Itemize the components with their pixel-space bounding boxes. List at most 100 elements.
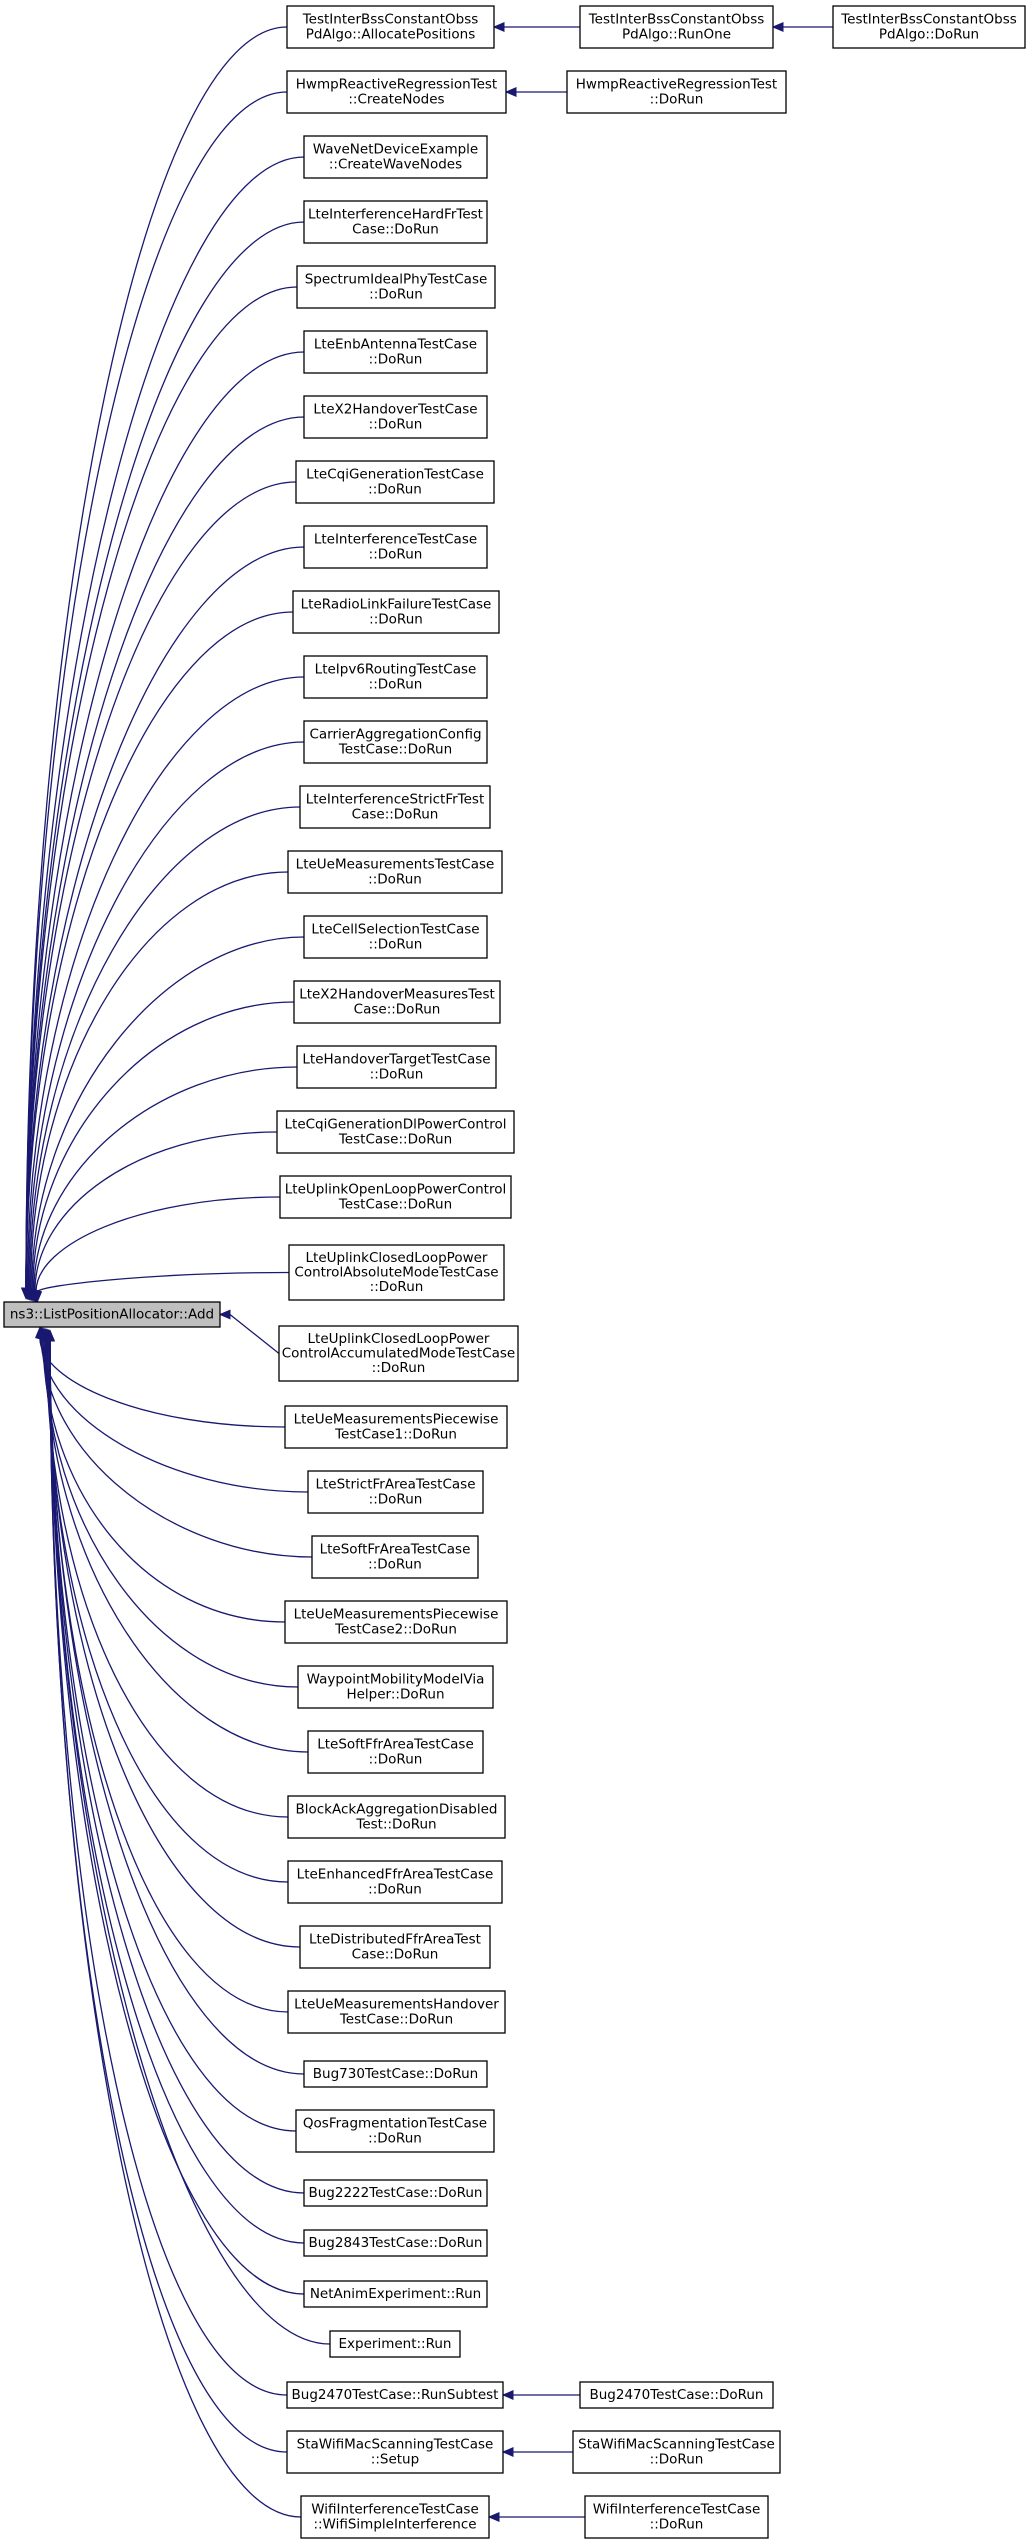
node-box[interactable]: [303, 2060, 488, 2088]
graph-node[interactable]: LteUplinkOpenLoopPowerControlTestCase::D…: [279, 1175, 512, 1219]
graph-node[interactable]: SpectrumIdealPhyTestCase::DoRun: [296, 265, 496, 309]
node-box[interactable]: [303, 915, 488, 959]
node-box[interactable]: [303, 200, 488, 244]
node-box[interactable]: [296, 1045, 497, 1089]
graph-node[interactable]: LteRadioLinkFailureTestCase::DoRun: [292, 590, 500, 634]
node-box[interactable]: [832, 5, 1026, 49]
node-box[interactable]: [303, 525, 488, 569]
call-edge: [42, 1338, 286, 1623]
graph-node[interactable]: LteSoftFfrAreaTestCase::DoRun: [307, 1730, 484, 1774]
node-box[interactable]: [303, 720, 488, 764]
graph-node[interactable]: LteEnbAntennaTestCase::DoRun: [303, 330, 488, 374]
node-box[interactable]: [303, 135, 488, 179]
graph-node[interactable]: LteInterferenceTestCase::DoRun: [303, 525, 488, 569]
graph-node[interactable]: NetAnimExperiment::Run: [303, 2280, 488, 2308]
root-node-box[interactable]: [3, 1301, 221, 1328]
node-box[interactable]: [303, 330, 488, 374]
node-box[interactable]: [584, 2495, 769, 2539]
node-box[interactable]: [307, 1730, 484, 1774]
node-box[interactable]: [296, 265, 496, 309]
node-box[interactable]: [286, 5, 495, 49]
node-box[interactable]: [303, 395, 488, 439]
node-box[interactable]: [579, 2381, 774, 2409]
node-box[interactable]: [284, 1600, 508, 1644]
graph-node[interactable]: TestInterBssConstantObssPdAlgo::Allocate…: [286, 5, 495, 49]
graph-node[interactable]: LteCellSelectionTestCase::DoRun: [303, 915, 488, 959]
graph-node[interactable]: Bug2843TestCase::DoRun: [303, 2229, 488, 2257]
node-box[interactable]: [287, 850, 503, 894]
call-edge: [49, 1340, 305, 2295]
node-box[interactable]: [299, 785, 491, 829]
graph-node[interactable]: HwmpReactiveRegressionTest::DoRun: [566, 70, 787, 114]
node-label: TestCase::DoRun: [339, 2011, 453, 2027]
node-box[interactable]: [284, 1405, 508, 1449]
graph-node[interactable]: WaveNetDeviceExample::CreateWaveNodes: [303, 135, 488, 179]
node-box[interactable]: [579, 5, 774, 49]
graph-node[interactable]: Bug2222TestCase::DoRun: [303, 2179, 488, 2207]
node-box[interactable]: [288, 1244, 505, 1301]
graph-node[interactable]: LteHandoverTargetTestCase::DoRun: [296, 1045, 497, 1089]
graph-node[interactable]: LteSoftFrAreaTestCase::DoRun: [311, 1535, 479, 1579]
node-box[interactable]: [279, 1175, 512, 1219]
graph-node[interactable]: Bug2470TestCase::RunSubtest: [286, 2381, 504, 2409]
node-box[interactable]: [287, 1860, 503, 1904]
graph-node[interactable]: LteStrictFrAreaTestCase::DoRun: [307, 1470, 484, 1514]
node-box[interactable]: [286, 2430, 504, 2474]
root-node[interactable]: ns3::ListPositionAllocator::Add: [3, 1301, 221, 1328]
node-box[interactable]: [286, 70, 507, 114]
node-box[interactable]: [292, 590, 500, 634]
graph-node[interactable]: QosFragmentationTestCase::DoRun: [295, 2109, 495, 2153]
node-box[interactable]: [303, 655, 488, 699]
node-box[interactable]: [295, 2109, 495, 2153]
graph-node[interactable]: Bug2470TestCase::DoRun: [579, 2381, 774, 2409]
node-box[interactable]: [566, 70, 787, 114]
node-box[interactable]: [297, 1665, 494, 1709]
graph-node[interactable]: LteX2HandoverTestCase::DoRun: [303, 395, 488, 439]
graph-node[interactable]: Experiment::Run: [329, 2330, 461, 2358]
graph-node[interactable]: StaWifiMacScanningTestCase::DoRun: [572, 2430, 781, 2474]
graph-node[interactable]: LteCqiGenerationTestCase::DoRun: [295, 460, 495, 504]
graph-node[interactable]: LteIpv6RoutingTestCase::DoRun: [303, 655, 488, 699]
node-box[interactable]: [572, 2430, 781, 2474]
node-box[interactable]: [286, 2381, 504, 2409]
node-label: PdAlgo::AllocatePositions: [306, 26, 476, 42]
graph-node[interactable]: LteUeMeasurementsPiecewiseTestCase1::DoR…: [284, 1405, 508, 1449]
node-box[interactable]: [299, 1925, 491, 1969]
node-box[interactable]: [293, 980, 501, 1024]
node-box[interactable]: [311, 1535, 479, 1579]
node-label: LteCellSelectionTestCase: [311, 922, 479, 938]
node-label: ::DoRun: [372, 1360, 426, 1376]
graph-node[interactable]: StaWifiMacScanningTestCase::Setup: [286, 2430, 504, 2474]
node-box[interactable]: [300, 2495, 490, 2539]
node-box[interactable]: [329, 2330, 461, 2358]
node-box[interactable]: [276, 1110, 515, 1154]
node-box[interactable]: [278, 1325, 519, 1382]
node-box[interactable]: [307, 1470, 484, 1514]
graph-node[interactable]: Bug730TestCase::DoRun: [303, 2060, 488, 2088]
node-box[interactable]: [303, 2179, 488, 2207]
node-box[interactable]: [295, 460, 495, 504]
node-box[interactable]: [287, 1795, 506, 1839]
graph-node[interactable]: WifiInterferenceTestCase::DoRun: [584, 2495, 769, 2539]
node-box[interactable]: [303, 2280, 488, 2308]
graph-node[interactable]: LteEnhancedFfrAreaTestCase::DoRun: [287, 1860, 503, 1904]
graph-node[interactable]: LteUeMeasurementsTestCase::DoRun: [287, 850, 503, 894]
graph-node[interactable]: LteCqiGenerationDlPowerControlTestCase::…: [276, 1110, 515, 1154]
graph-node[interactable]: LteUplinkClosedLoopPowerControlAbsoluteM…: [288, 1244, 505, 1301]
node-box[interactable]: [287, 1990, 506, 2034]
graph-node[interactable]: HwmpReactiveRegressionTest::CreateNodes: [286, 70, 507, 114]
node-box[interactable]: [303, 2229, 488, 2257]
graph-node[interactable]: LteUeMeasurementsPiecewiseTestCase2::DoR…: [284, 1600, 508, 1644]
graph-node[interactable]: WifiInterferenceTestCase::WifiSimpleInte…: [300, 2495, 490, 2539]
graph-node[interactable]: LteUplinkClosedLoopPowerControlAccumulat…: [278, 1325, 519, 1382]
